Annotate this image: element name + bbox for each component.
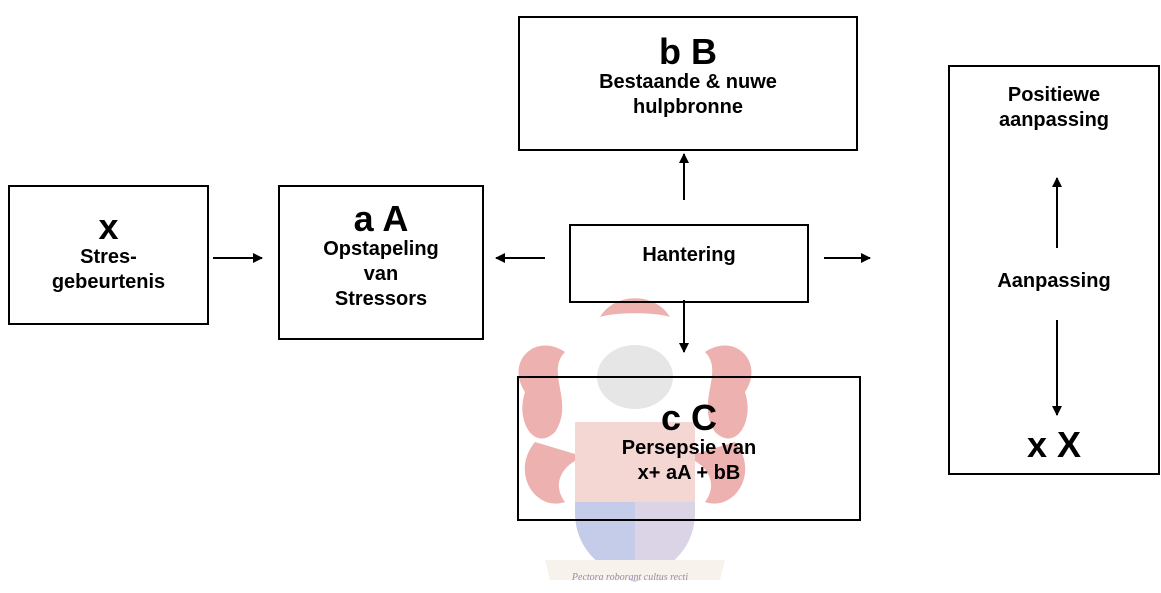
box-adaptation: Positiewe aanpassing Aanpassing x X <box>948 65 1160 475</box>
box-cC-symbol: c C <box>660 397 718 438</box>
box-resources: b B Bestaande & nuwe hulpbronne <box>518 16 858 151</box>
box-x-label: Stres- gebeurtenis <box>51 246 166 293</box>
box-bB-label: Bestaande & nuwe hulpbronne <box>599 71 777 118</box>
box-coping: Hantering <box>569 224 809 303</box>
box-stress-event: x Stres- gebeurtenis <box>8 185 209 325</box>
box-perception: c C Persepsie van x+ aA + bB <box>517 376 861 521</box>
box-aanpassing-symbol: x X <box>1026 424 1082 465</box>
box-hantering-label: Hantering <box>642 244 736 266</box>
crest-motto: Pectora roborant cultus recti <box>571 572 689 583</box>
box-cC-label: Persepsie van x+ aA + bB <box>621 437 757 484</box>
box-stressor-pileup: a A Opstapeling van Stressors <box>278 185 484 340</box>
crest-watermark <box>518 298 752 582</box>
box-aA-label: Opstapeling van Stressors <box>323 238 439 310</box>
box-aanpassing-middle: Aanpassing <box>997 270 1111 292</box>
box-bB-symbol: b B <box>659 31 717 72</box>
box-x-symbol: x <box>98 206 119 247</box>
box-aA-symbol: a A <box>353 198 409 239</box>
box-aanpassing-top: Positiewe aanpassing <box>998 84 1110 131</box>
